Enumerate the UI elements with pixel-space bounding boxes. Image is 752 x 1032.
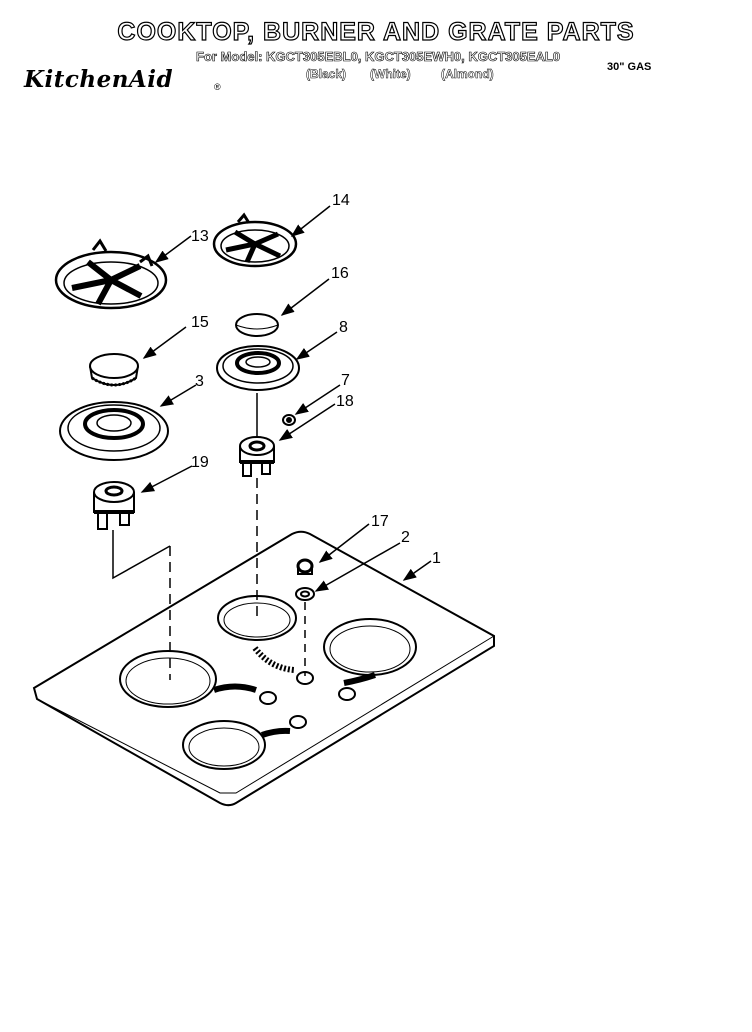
diagram-title: COOKTOP, BURNER AND GRATE PARTS [117, 17, 635, 46]
color-black-label: (Black) [306, 67, 347, 82]
control-knob [296, 558, 314, 575]
leader-arrows [140, 205, 432, 592]
callout-15: 15 [191, 314, 209, 331]
registered-mark: ® [214, 82, 221, 92]
burner-cap-small [235, 313, 279, 337]
callout-13: 13 [191, 228, 209, 245]
knob-bezel [295, 587, 315, 601]
callout-17: 17 [371, 513, 389, 530]
model-numbers: For Model: KGCT305EBL0, KGCT305EWH0, KGC… [196, 49, 561, 65]
callout-numbers: 14 13 16 15 8 3 7 18 19 17 2 1 [191, 192, 441, 567]
burner-cap-large [89, 353, 139, 387]
callout-16: 16 [331, 265, 349, 282]
color-almond-label: (Almond) [441, 67, 494, 82]
callout-7: 7 [341, 372, 350, 389]
grate-left [54, 238, 168, 310]
callout-8: 8 [339, 319, 348, 336]
callout-3: 3 [195, 373, 204, 390]
callout-1: 1 [432, 550, 441, 567]
burner-base-large [59, 401, 169, 461]
cooktop-panel [32, 530, 495, 807]
callout-2: 2 [401, 529, 410, 546]
igniter-channels [213, 646, 376, 738]
product-type: 30" GAS [607, 61, 652, 73]
callout-19: 19 [191, 454, 209, 471]
callout-18: 18 [336, 393, 354, 410]
assembly-guide-lines [112, 393, 306, 680]
callout-14: 14 [332, 192, 350, 209]
color-white-label: (White) [370, 67, 411, 82]
burner-head-small [239, 436, 275, 477]
nut [282, 414, 296, 426]
burner-head-large [93, 481, 135, 530]
burner-openings [119, 595, 417, 770]
burner-base-small [216, 345, 300, 391]
grate-right [212, 212, 298, 268]
brand-logo: KitchenAid [24, 66, 174, 93]
